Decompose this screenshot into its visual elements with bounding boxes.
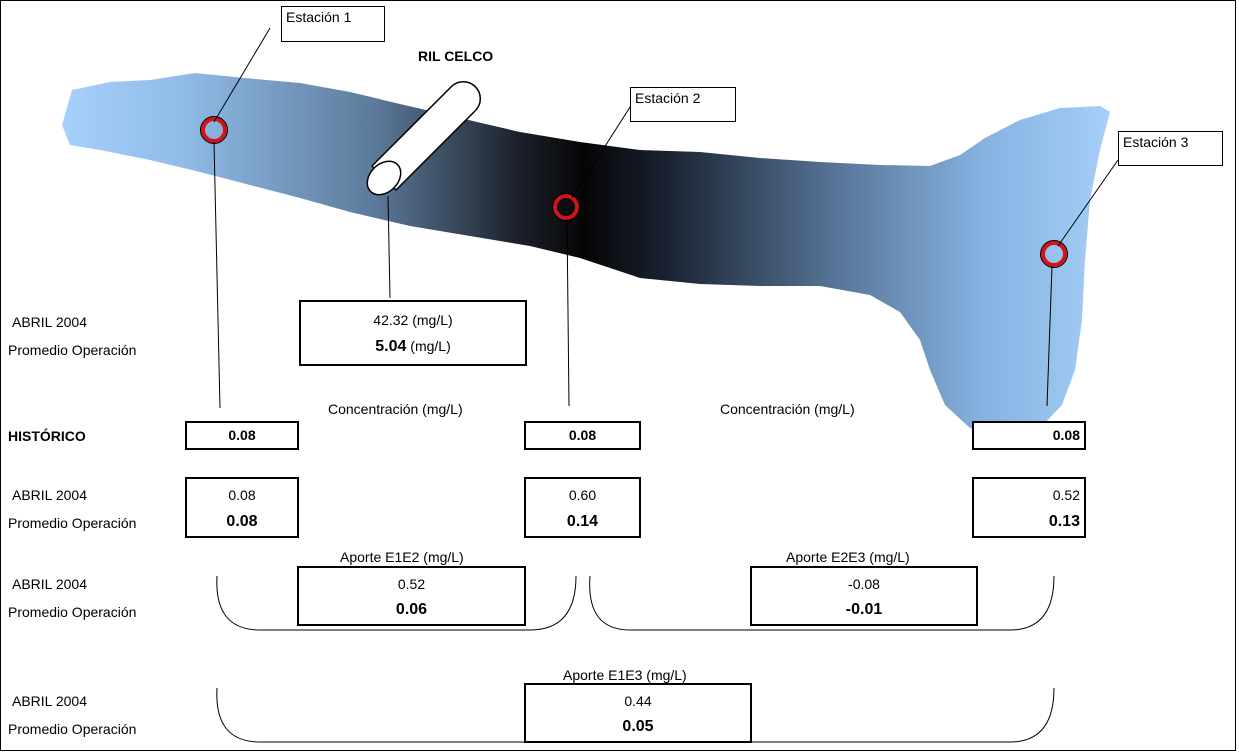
aporte-e1e3-promedio: 0.05 (622, 718, 654, 735)
aporte-e2e3-title: Aporte E2E3 (mg/L) (786, 549, 910, 565)
aporte-e2e3-promedio: -0.01 (845, 601, 883, 618)
station-1-label: Estación 1 (281, 6, 385, 42)
leader-lines (213, 27, 1119, 409)
historico-e2-box: 0.08 (524, 421, 641, 450)
station-3-promedio-value: 0.13 (1048, 513, 1080, 530)
ril-abril-unit: (mg/L) (412, 312, 453, 328)
ril-promedio-value: 5.04 (375, 338, 407, 355)
aporte-e1e2-promedio: 0.06 (395, 601, 428, 618)
aporte-e1e3-box: 0.44 0.05 (524, 683, 752, 743)
aporte-e1e2-title: Aporte E1E2 (mg/L) (340, 549, 464, 565)
station-2-marker (552, 193, 580, 221)
aporte-e2e3-box: -0.08 -0.01 (750, 566, 978, 626)
ril-pipe (366, 81, 481, 196)
historico-e1-box: 0.08 (185, 421, 299, 450)
aporte-e1e3-abril: 0.44 (624, 693, 652, 709)
ril-promedio-unit: (mg/L) (410, 338, 451, 354)
ril-concentration-box: 42.32 (mg/L) 5.04 (mg/L) (299, 300, 527, 366)
station-3-label: Estación 3 (1118, 131, 1223, 166)
row-label-abril-e1e3: ABRIL 2004 (12, 693, 87, 709)
historico-e3-box: 0.08 (972, 421, 1086, 450)
aporte-e1e2-abril: 0.52 (397, 576, 426, 592)
station-3-abril-value: 0.52 (1052, 487, 1080, 503)
row-label-historico: HISTÓRICO (8, 428, 86, 444)
concentration-header-right: Concentración (mg/L) (720, 401, 855, 417)
row-label-promedio-e1e3: Promedio Operación (8, 721, 137, 737)
aporte-e2e3-abril: -0.08 (848, 576, 880, 592)
row-label-abril-ril: ABRIL 2004 (12, 314, 87, 330)
aporte-e1e3-title: Aporte E1E3 (mg/L) (563, 667, 687, 683)
concentration-header-left: Concentración (mg/L) (328, 401, 463, 417)
aporte-e1e2-box: 0.52 0.06 (297, 566, 526, 626)
station-1-abril-value: 0.08 (228, 487, 256, 503)
station-3-values-box: 0.52 0.13 (972, 477, 1086, 538)
station-1-values-box: 0.08 0.08 (185, 477, 299, 538)
ril-celco-label: RIL CELCO (418, 48, 494, 64)
river-body (62, 73, 1110, 437)
station-2-abril-value: 0.60 (568, 487, 597, 503)
row-label-promedio-ril: Promedio Operación (8, 342, 137, 358)
row-label-abril-conc: ABRIL 2004 (12, 487, 87, 503)
station-2-label: Estación 2 (630, 87, 736, 122)
ril-abril-value: 42.32 (373, 312, 409, 328)
station-2-values-box: 0.60 0.14 (524, 477, 641, 538)
row-label-abril-e1e2: ABRIL 2004 (12, 576, 87, 592)
station-1-promedio-value: 0.08 (226, 513, 258, 530)
row-label-promedio-conc: Promedio Operación (8, 515, 137, 531)
station-2-promedio-value: 0.14 (566, 513, 599, 530)
row-label-promedio-e1e2: Promedio Operación (8, 604, 137, 620)
station-3-marker (1040, 240, 1068, 268)
